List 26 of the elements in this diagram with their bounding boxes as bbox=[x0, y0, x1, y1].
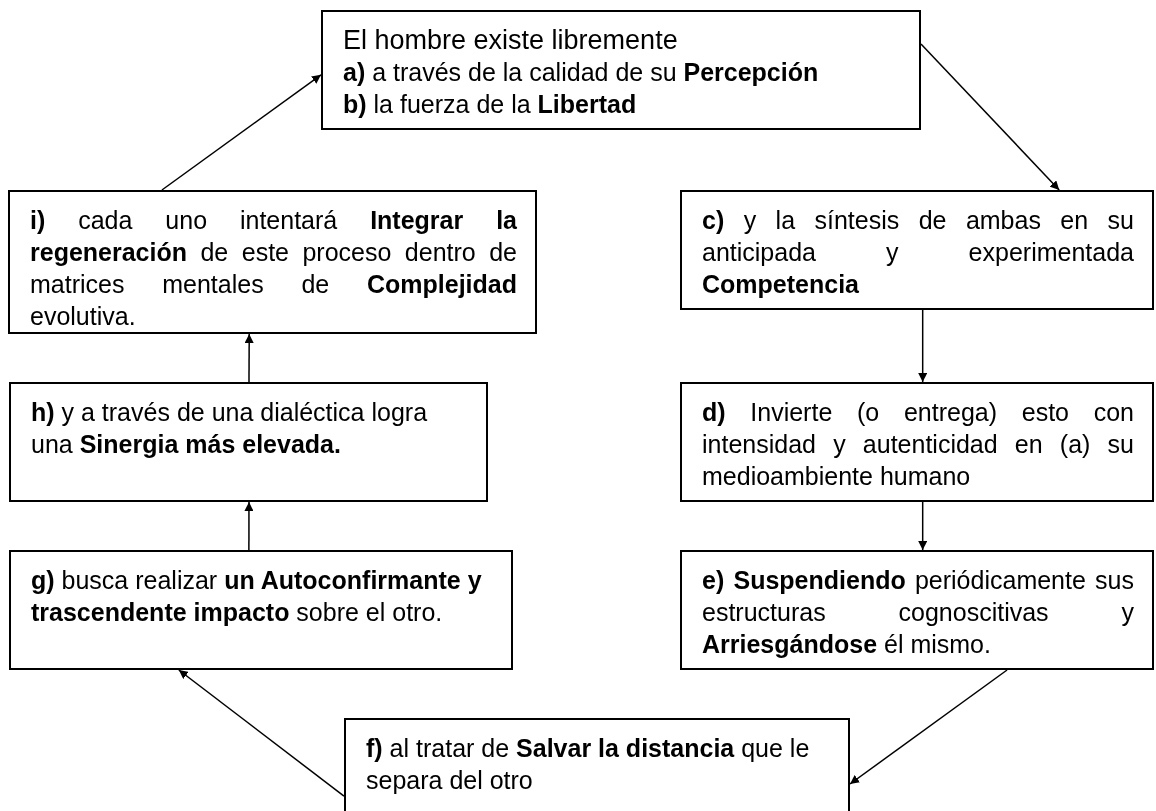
box-text: El hombre existe libremente bbox=[343, 24, 679, 56]
box-text: i) cada uno intentará Integrar la regeneración de este proceso dentro de matrices mentales de Complejidad evolutiva. bbox=[30, 205, 517, 332]
arrow bbox=[918, 501, 928, 551]
arrow bbox=[244, 333, 254, 383]
process-box bbox=[680, 190, 1154, 310]
arrow bbox=[849, 669, 1008, 785]
box-text: c) y la síntesis de ambas en su anticipada y experimentada Competencia bbox=[702, 205, 1134, 300]
box-text: e) Suspendiendo periódicamente sus estructuras cognoscitivas y Arriesgándose él mismo. bbox=[702, 565, 1134, 660]
process-box bbox=[344, 718, 850, 811]
arrow bbox=[161, 74, 322, 191]
arrow bbox=[244, 501, 254, 551]
process-box bbox=[8, 190, 537, 334]
box-text: d) Invierte (o entrega) esto con intensidad y autenticidad en (a) su medioambiente humano bbox=[702, 397, 1134, 492]
box-text: f) al tratar de Salvar la distancia que le separa del otro bbox=[366, 733, 811, 796]
box-text: h) y a través de una dialéctica logra una Sinergia más elevada. bbox=[31, 397, 429, 460]
arrow bbox=[178, 669, 345, 797]
box-text: a) a través de la calidad de su Percepción bbox=[343, 57, 820, 88]
box-text: g) busca realizar un Autoconfirmante y trascendente impacto sobre el otro. bbox=[31, 565, 483, 628]
arrow bbox=[920, 43, 1060, 191]
process-box bbox=[9, 382, 488, 502]
process-box bbox=[321, 10, 921, 130]
process-box bbox=[680, 550, 1154, 670]
process-box bbox=[680, 382, 1154, 502]
arrow bbox=[918, 309, 928, 383]
box-text: b) la fuerza de la Libertad bbox=[343, 89, 638, 120]
process-box bbox=[9, 550, 513, 670]
